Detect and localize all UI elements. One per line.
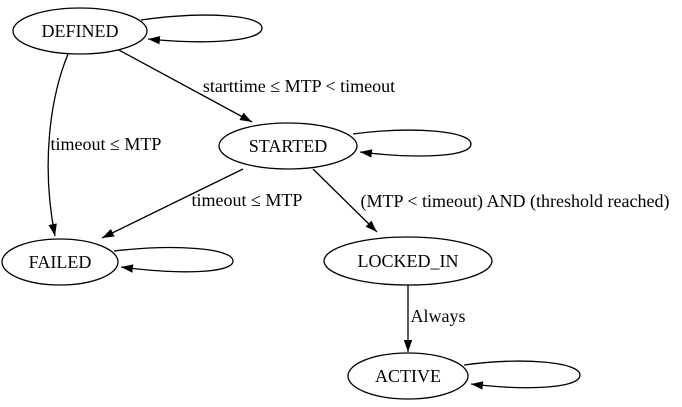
node-locked-in-ellipse bbox=[323, 236, 493, 286]
node-started-ellipse bbox=[218, 122, 358, 170]
edge-labels: starttime ≤ MTP < timeout timeout ≤ MTP … bbox=[51, 76, 670, 326]
edge-defined-to-started bbox=[116, 48, 253, 123]
self-loop-active bbox=[463, 360, 581, 390]
self-loop-defined bbox=[140, 14, 263, 45]
edge-label-started-to-locked-in: (MTP < timeout) AND (threshold reached) bbox=[361, 191, 670, 212]
edge-label-defined-to-failed: timeout ≤ MTP bbox=[51, 134, 162, 154]
node-locked-in-label: LOCKED_IN bbox=[358, 251, 459, 271]
node-active-label: ACTIVE bbox=[375, 366, 441, 386]
edges bbox=[47, 14, 581, 390]
node-active-ellipse bbox=[347, 352, 469, 400]
node-locked-in: LOCKED_IN bbox=[323, 236, 493, 286]
node-defined: DEFINED bbox=[12, 7, 148, 55]
edge-label-started-to-failed: timeout ≤ MTP bbox=[192, 190, 303, 210]
edge-label-defined-to-started: starttime ≤ MTP < timeout bbox=[203, 76, 395, 96]
node-started-label: STARTED bbox=[249, 136, 327, 156]
node-defined-ellipse bbox=[12, 7, 148, 55]
edge-started-to-failed bbox=[101, 168, 244, 239]
node-failed: FAILED bbox=[1, 238, 119, 286]
self-loop-started bbox=[352, 129, 472, 158]
self-loop-failed bbox=[113, 246, 234, 273]
node-defined-label: DEFINED bbox=[42, 21, 119, 41]
node-failed-ellipse bbox=[1, 238, 119, 286]
edge-started-to-locked-in bbox=[312, 168, 378, 233]
node-started: STARTED bbox=[218, 122, 358, 170]
node-failed-label: FAILED bbox=[29, 252, 92, 272]
edge-label-locked-in-to-active: Always bbox=[411, 306, 466, 326]
node-active: ACTIVE bbox=[347, 352, 469, 400]
edge-defined-to-failed bbox=[47, 53, 69, 237]
